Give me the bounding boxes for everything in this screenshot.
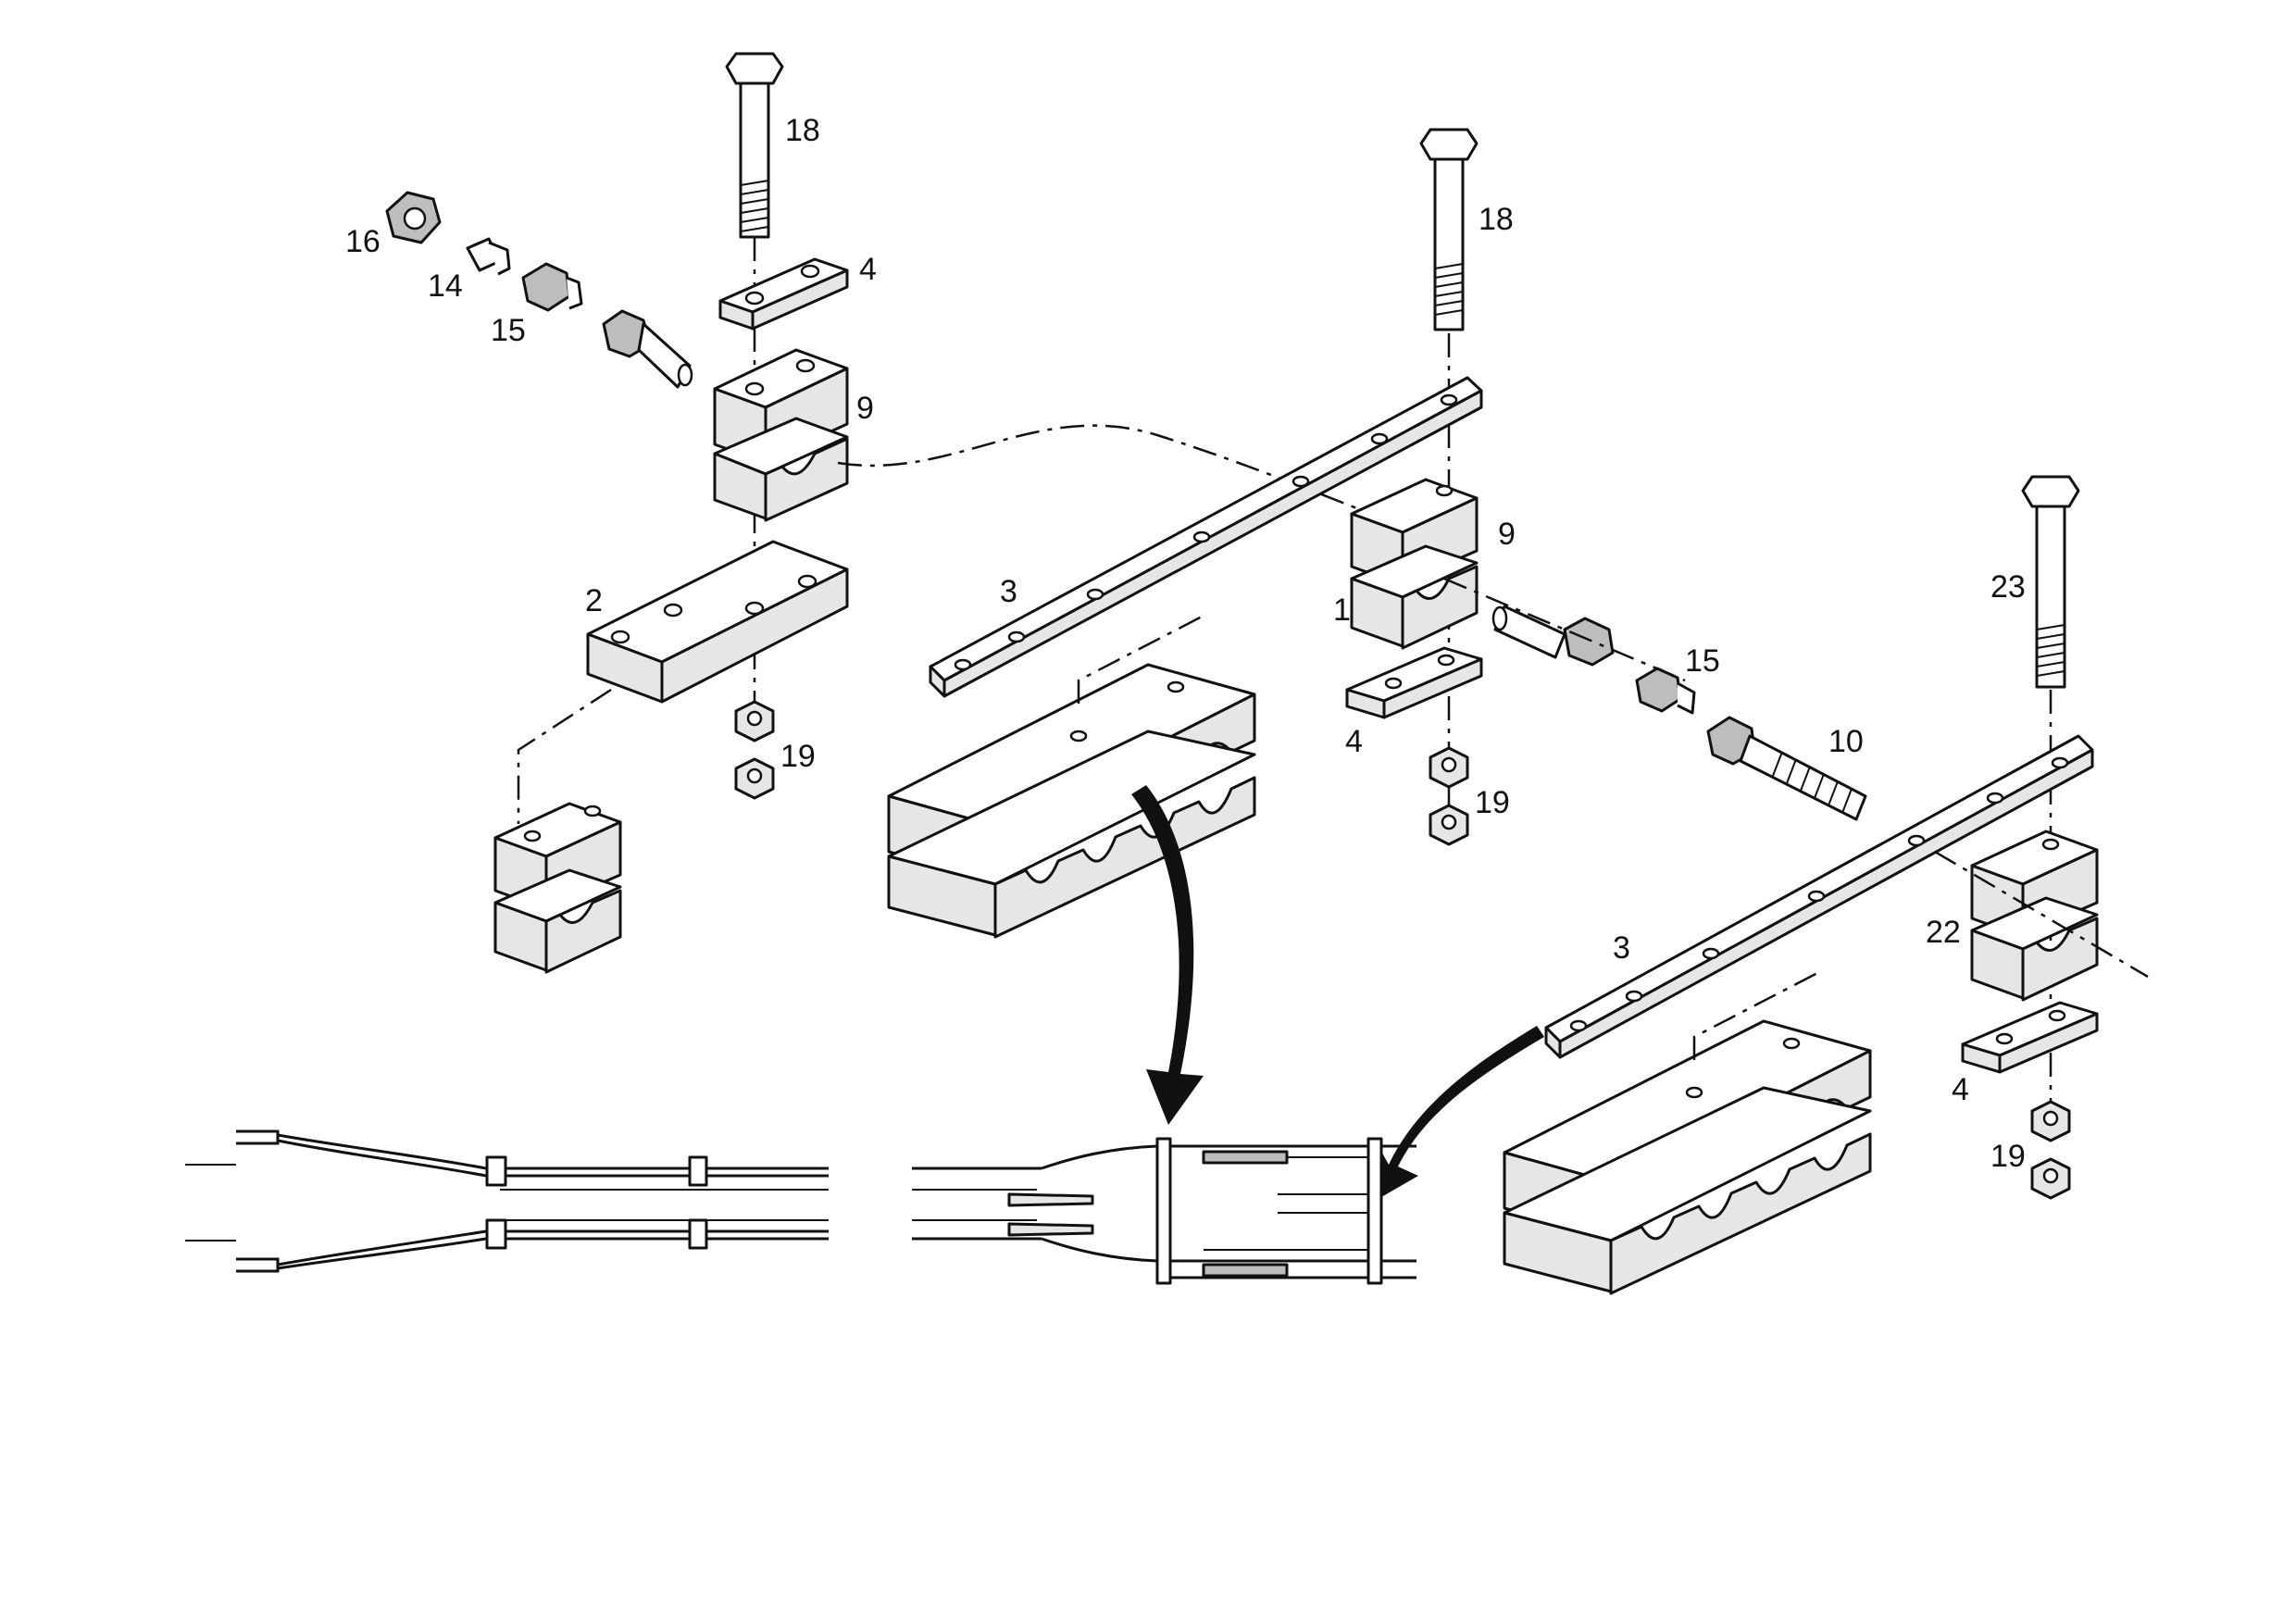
multi-clamp-block-middle [887,614,1256,939]
callout-23: 23 [1990,569,2026,605]
callout-14: 14 [428,268,463,304]
nuts-right [2030,1100,2071,1200]
callout-4-left: 4 [859,252,877,287]
callout-19-right: 19 [1990,1139,2026,1174]
callout-16: 16 [345,224,381,259]
callout-1: 1 [1333,593,1351,628]
bar-3-lower [1544,734,2094,1059]
washer-plate-right [1961,1001,2099,1074]
bolt-23 [2021,475,2080,689]
callout-18-left: 18 [785,113,820,148]
bolt-left [725,52,784,239]
fittings-left [385,191,693,389]
clamp-block-22 [1970,830,2099,1002]
callout-4-middle: 4 [1345,724,1363,759]
clamp-block-9-right [1350,478,1479,650]
bar-3-upper [929,376,1483,698]
clamp-block-9-left [713,348,849,522]
clamp-block-lower-left [493,802,622,974]
callout-10: 10 [1828,724,1864,759]
callout-9-right: 9 [1498,517,1516,552]
left-lower-dashline [517,688,612,824]
clamp-22-dashline [1934,850,2149,979]
callout-15-left: 15 [491,313,526,348]
left-to-right-dashline [837,424,1408,530]
washer-plate-left [718,257,849,331]
callout-9-left: 9 [856,391,874,426]
multi-clamp-block-right [1503,970,1872,1295]
nuts-left [734,700,775,800]
bolt-middle [1419,128,1479,331]
callout-19-middle: 19 [1475,785,1510,820]
washer-plate-middle [1345,646,1483,719]
callout-4-right: 4 [1952,1072,1969,1107]
assembled-pipe-view [185,1129,1416,1285]
callout-22: 22 [1926,915,1961,950]
base-plate-2 [586,540,849,704]
arrow-to-assembly-right [1370,1026,1544,1204]
fittings-right [1491,605,1867,821]
callout-3-upper: 3 [1000,574,1017,609]
callout-2: 2 [585,583,603,618]
nuts-middle [1429,746,1469,846]
callout-19-left: 19 [780,739,816,774]
callout-18-right: 18 [1479,202,1514,237]
callout-3-lower: 3 [1613,930,1630,966]
fitting-dashline [1443,577,1686,682]
arrow-to-assembly-middle [1131,785,1204,1125]
callout-15-right: 15 [1685,643,1720,679]
